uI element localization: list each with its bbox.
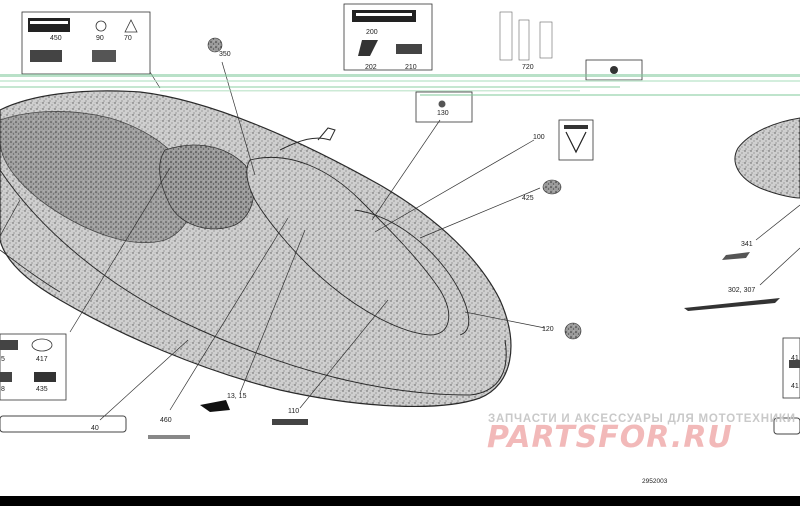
callout-720: 720 [522,64,534,71]
diagram-part-number: 2952003 [642,478,668,485]
bottom-right-decal-box [782,337,800,399]
hull-right-partial [734,117,800,199]
callout-13-15: 13, 15 [227,393,247,400]
callout-100: 100 [533,134,545,141]
watermark-caption: ЗАПЧАСТИ И АКСЕССУАРЫ ДЛЯ МОТОТЕХНИКИ [488,413,796,425]
callout-90: 90 [96,35,104,42]
brand-outline-shapes [0,415,800,435]
bottom-black-bar [0,496,800,506]
callout-302-307: 302, 307 [728,287,756,294]
callout-450: 450 [50,35,62,42]
callout-341: 341 [741,241,753,248]
callout-350: 350 [219,51,231,58]
callout-425: 425 [522,195,534,202]
callout-460: 460 [160,417,172,424]
callout-200: 200 [366,29,378,36]
callout-70: 70 [124,35,132,42]
round-decals [207,37,582,340]
callout-8: 8 [1,386,5,393]
callout-5: 5 [1,356,5,363]
callout-40: 40 [91,425,99,432]
callout-41-lower: 41 [791,383,799,390]
watermark-logo: PARTSFOR.RU [487,420,733,455]
leader-lines [0,61,800,421]
callout-41-upper: 41 [791,355,799,362]
bottom-left-decal-box [0,333,67,401]
glitch-band [0,74,800,96]
callout-417: 417 [36,356,48,363]
callout-120: 120 [542,326,554,333]
hull-main [0,90,512,408]
callout-202: 202 [365,64,377,71]
callout-210: 210 [405,64,417,71]
callout-110: 110 [288,408,300,415]
callout-130: 130 [437,110,449,117]
side-strips [148,252,780,439]
callout-435: 435 [36,386,48,393]
